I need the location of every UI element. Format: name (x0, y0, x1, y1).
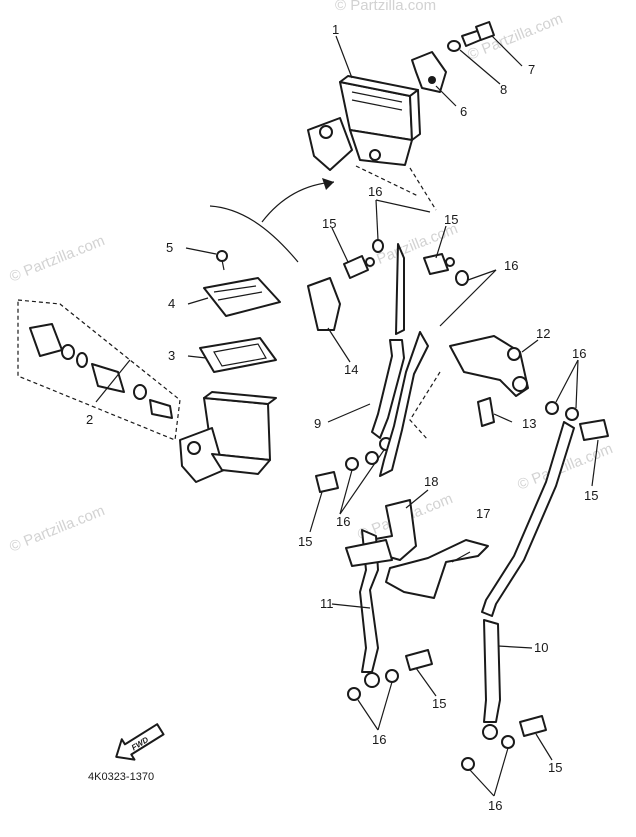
callout-9: 9 (314, 416, 321, 431)
callout-15: 15 (298, 534, 312, 549)
master-cylinder-upper (307, 75, 421, 171)
brake-hose-upper (371, 243, 405, 439)
boot (307, 277, 341, 331)
callout-11: 11 (320, 596, 334, 611)
brake-hose-middle (379, 331, 429, 477)
callout-16: 16 (572, 346, 586, 361)
callout-17: 17 (476, 506, 490, 521)
callout-15: 15 (444, 212, 458, 227)
diagram-code: 4K0323-1370 (88, 771, 154, 783)
callout-3: 3 (168, 348, 175, 363)
union-bolt (315, 471, 339, 493)
callout-14: 14 (344, 362, 358, 377)
callout-16: 16 (372, 732, 386, 747)
callout-15: 15 (432, 696, 446, 711)
callout-4: 4 (168, 296, 175, 311)
watermark: © Partzilla.com (7, 232, 107, 286)
callout-10: 10 (534, 640, 548, 655)
washer (447, 40, 461, 52)
screw (216, 250, 228, 271)
clamp-bracket (411, 51, 447, 93)
callout-5: 5 (166, 240, 173, 255)
callout-15: 15 (548, 760, 562, 775)
callout-16: 16 (336, 514, 350, 529)
union-bolt (423, 253, 455, 275)
callout-7: 7 (528, 62, 535, 77)
callouts: 1 2 3 4 5 6 7 8 9 10 11 12 13 14 15 15 1… (86, 22, 598, 813)
bracket (385, 539, 489, 599)
callout-15: 15 (584, 488, 598, 503)
watermark: © Partzilla.com (7, 502, 107, 556)
brake-hose-right (481, 421, 575, 723)
callout-12: 12 (536, 326, 550, 341)
callout-13: 13 (522, 416, 536, 431)
callout-2: 2 (86, 412, 93, 427)
piston-kit (29, 323, 173, 419)
callout-15: 15 (322, 216, 336, 231)
joint-bolt (477, 397, 495, 427)
kit-outline (17, 299, 181, 441)
callout-8: 8 (500, 82, 507, 97)
assembly-arrow (209, 181, 335, 263)
watermark: © Partzilla.com (335, 0, 436, 14)
callout-6: 6 (460, 104, 467, 119)
callout-1: 1 (332, 22, 339, 37)
callout-16: 16 (368, 184, 382, 199)
bolt (461, 21, 495, 47)
callout-16: 16 (504, 258, 518, 273)
union-bolt (579, 419, 609, 441)
brake-joint (449, 335, 529, 397)
fwd-arrow: FWD (115, 723, 165, 761)
callout-18: 18 (424, 474, 438, 489)
union-bolt (343, 255, 375, 279)
reservoir-cap (203, 277, 281, 317)
union-bolt (519, 715, 547, 737)
master-cylinder-lower (179, 391, 277, 483)
diaphragm (199, 337, 277, 373)
leader-lines (95, 35, 599, 797)
callout-16: 16 (488, 798, 502, 813)
union-bolt (405, 649, 433, 671)
